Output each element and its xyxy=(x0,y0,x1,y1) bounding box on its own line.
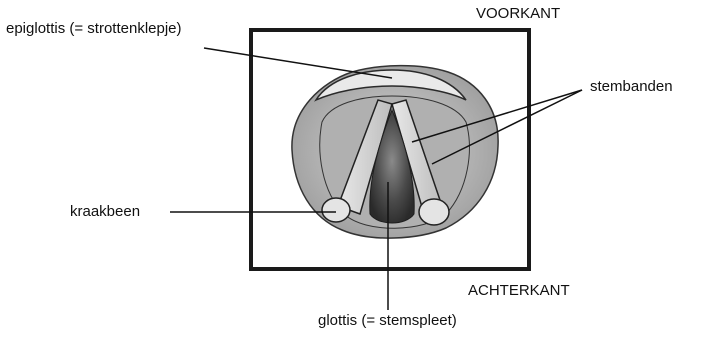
label-epiglottis: epiglottis (= strottenklepje) xyxy=(6,20,182,38)
right-cartilage xyxy=(419,199,449,225)
label-glottis: glottis (= stemspleet) xyxy=(318,312,457,330)
label-achterkant: ACHTERKANT xyxy=(468,282,570,300)
label-voorkant: VOORKANT xyxy=(476,5,560,23)
label-kraakbeen: kraakbeen xyxy=(70,203,140,221)
label-stembanden: stembanden xyxy=(590,78,673,96)
left-cartilage xyxy=(322,198,350,222)
